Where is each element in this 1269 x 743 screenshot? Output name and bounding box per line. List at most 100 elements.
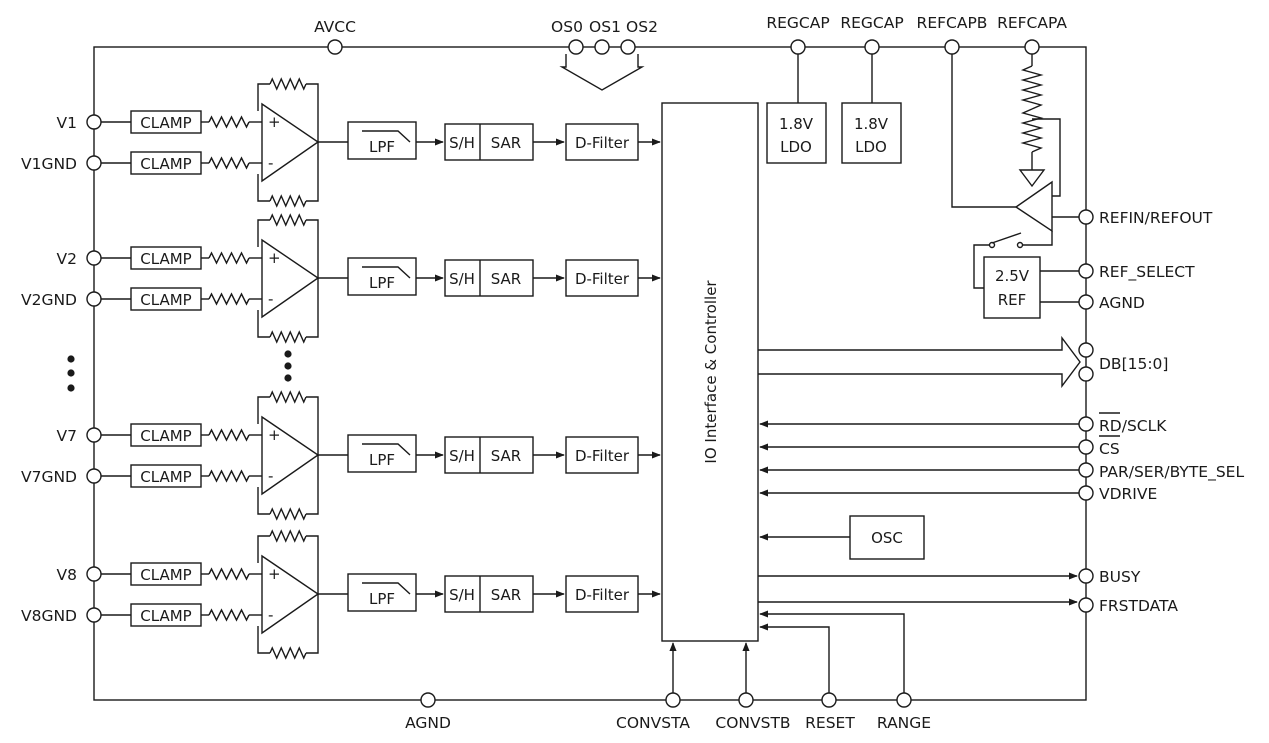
pga-amplifier	[261, 238, 320, 319]
pga-amplifier	[261, 102, 320, 183]
pin-reset-label: RESET	[805, 714, 855, 732]
pin-frstdata-label: FRSTDATA	[1099, 597, 1178, 615]
pin-input	[86, 427, 102, 443]
ellipsis-mid	[284, 350, 292, 382]
osc-label: OSC	[871, 529, 903, 547]
feedback-resistor	[269, 213, 307, 227]
pin-frstdata: FRSTDATA	[1078, 597, 1178, 615]
dfilter-label: D-Filter	[575, 270, 630, 288]
dfilter-block	[565, 123, 639, 161]
pin-busy-label: BUSY	[1099, 568, 1141, 586]
pin-par-ser-label: PAR/SER/BYTE_SEL	[1099, 463, 1244, 482]
feedback-resistor	[269, 390, 307, 404]
sh-sar-block	[444, 259, 534, 297]
pin-regcap-2: REGCAP	[840, 14, 904, 103]
op-plus: +	[268, 113, 281, 131]
clamp-label: CLAMP	[140, 114, 191, 132]
sar-label: SAR	[491, 270, 521, 288]
pin-agnd-right-label: AGND	[1099, 294, 1145, 312]
pin-input	[86, 114, 102, 130]
dfilter-block	[565, 436, 639, 474]
os-bus-arrow	[559, 54, 645, 91]
refcapb-wire	[951, 54, 1016, 208]
pin-ref-select-label: REF_SELECT	[1099, 263, 1195, 282]
feedback-resistor	[269, 77, 307, 91]
lpf-block	[347, 573, 417, 612]
lpf-block	[347, 121, 417, 160]
pin-input-gnd-label: V8GND	[21, 607, 77, 625]
pin-refcapb: REFCAPB	[917, 14, 987, 55]
pga-amplifier	[261, 554, 320, 635]
dfilter-label: D-Filter	[575, 447, 630, 465]
pin-avcc-label: AVCC	[314, 18, 356, 36]
pin-vdrive-label: VDRIVE	[1099, 485, 1157, 503]
ref-voltage-label: 2.5V	[995, 267, 1030, 285]
lpf-label: LPF	[369, 590, 395, 608]
pin-convsta-label: CONVSTA	[616, 714, 690, 732]
pin-os1	[594, 39, 610, 55]
db-bus-arrow	[758, 335, 1081, 389]
right-pins: REFIN/REFOUT REF_SELECT AGND DB[15:0] RD…	[1078, 209, 1244, 615]
input-resistor	[208, 251, 250, 265]
bottom-pins: AGND CONVSTA CONVSTB RESET RANGE	[405, 610, 931, 732]
pin-agnd-bottom-label: AGND	[405, 714, 451, 732]
sh-label: S/H	[449, 270, 475, 288]
osc-block: OSC	[759, 515, 925, 560]
pin-convstb: CONVSTB	[715, 642, 791, 732]
pin-regcap-1-label: REGCAP	[766, 14, 829, 32]
sh-label: S/H	[449, 447, 475, 465]
sh-sar-block	[444, 123, 534, 161]
feedback-resistor	[269, 507, 307, 521]
controller-label: IO Interface & Controller	[702, 280, 720, 464]
feedback-resistor	[269, 330, 307, 344]
ref-buffer	[1014, 180, 1053, 233]
lpf-icon	[362, 582, 411, 595]
pin-input-gnd-label: V7GND	[21, 468, 77, 486]
pin-input-label: V2	[57, 250, 77, 268]
pin-input-gnd-label: V2GND	[21, 291, 77, 309]
pin-convsta: CONVSTA	[616, 642, 690, 732]
op-minus: -	[268, 606, 273, 624]
pin-input	[86, 566, 102, 582]
pin-avcc: AVCC	[314, 18, 356, 55]
dfilter-block	[565, 259, 639, 297]
lpf-icon	[362, 443, 411, 456]
pin-os0	[568, 39, 584, 55]
pin-input-label: V7	[57, 427, 77, 445]
ground-triangle	[1018, 169, 1046, 188]
pin-input-gnd	[86, 607, 102, 623]
pin-os2-label: OS2	[626, 18, 658, 36]
sar-label: SAR	[491, 134, 521, 152]
lpf-icon	[362, 266, 411, 279]
ldo-1-label: LDO	[780, 138, 812, 156]
clamp-label: CLAMP	[140, 607, 191, 625]
sar-label: SAR	[491, 447, 521, 465]
ldo-2: 1.8V LDO	[841, 102, 902, 164]
pga-amplifier	[261, 415, 320, 496]
input-resistor	[208, 115, 250, 129]
pin-input	[86, 250, 102, 266]
clamp-label: CLAMP	[140, 427, 191, 445]
pin-os0-label: OS0	[551, 18, 583, 36]
pin-cs-label: CS	[1099, 440, 1120, 458]
pin-input-label: V1	[57, 114, 77, 132]
lpf-icon	[362, 130, 411, 143]
dfilter-block	[565, 575, 639, 613]
pin-ref-select: REF_SELECT	[1078, 263, 1195, 282]
pin-agnd-bottom: AGND	[405, 692, 451, 732]
clamp-label: CLAMP	[140, 566, 191, 584]
ldo-2-label: LDO	[855, 138, 887, 156]
op-minus: -	[268, 290, 273, 308]
sh-label: S/H	[449, 586, 475, 604]
pin-refin-label: REFIN/REFOUT	[1099, 209, 1213, 227]
input-resistor	[208, 428, 250, 442]
clamp-label: CLAMP	[140, 250, 191, 268]
ref-switch	[991, 232, 1022, 244]
sh-label: S/H	[449, 134, 475, 152]
ldo-1: 1.8V LDO	[766, 102, 827, 164]
pin-agnd-right: AGND	[1078, 294, 1145, 312]
pin-reset: RESET	[759, 623, 855, 732]
